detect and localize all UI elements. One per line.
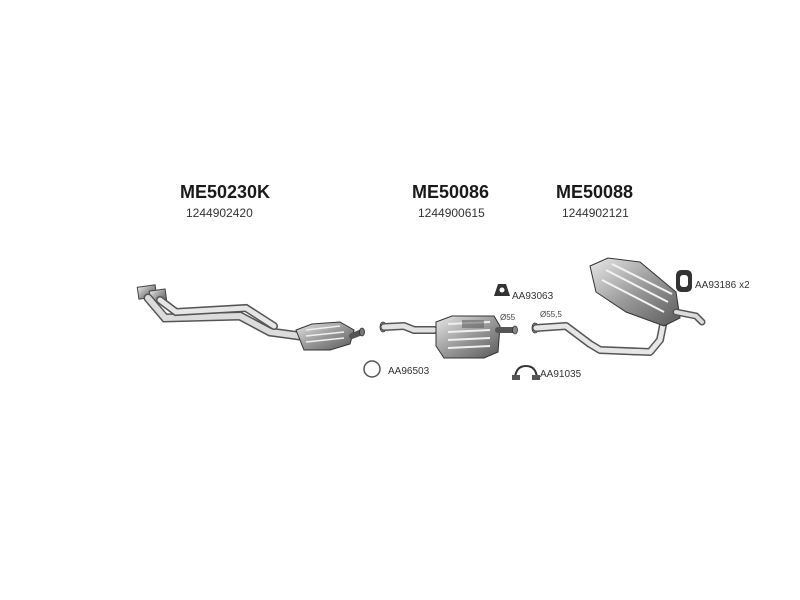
diameter-rear-label: Ø55,5 — [540, 310, 562, 319]
clamp-label: AA91035 — [540, 369, 582, 380]
rubber-mount-icon — [494, 284, 510, 296]
gasket-ring-icon — [363, 360, 381, 378]
oem-number-middle: 1244900615 — [418, 206, 485, 220]
oem-number-front: 1244902420 — [186, 206, 253, 220]
middle-silencer — [379, 315, 518, 359]
front-pipe-catalyst — [136, 284, 365, 351]
clamp-icon — [512, 364, 540, 380]
rubber-mount-label: AA93063 — [512, 291, 554, 302]
part-code-front: ME50230K — [180, 182, 271, 202]
oem-number-rear: 1244902121 — [562, 206, 629, 220]
hanger-ring-icon — [676, 270, 692, 292]
rear-silencer — [531, 257, 706, 356]
gasket-ring-label: AA96503 — [388, 366, 430, 377]
hanger-ring-qty: x2 — [739, 280, 750, 291]
part-code-middle: ME50086 — [412, 182, 490, 202]
hanger-ring-code: AA93186 — [695, 280, 737, 291]
part-code-rear: ME50088 — [556, 182, 634, 202]
diameter-front-label: Ø55 — [500, 313, 516, 322]
